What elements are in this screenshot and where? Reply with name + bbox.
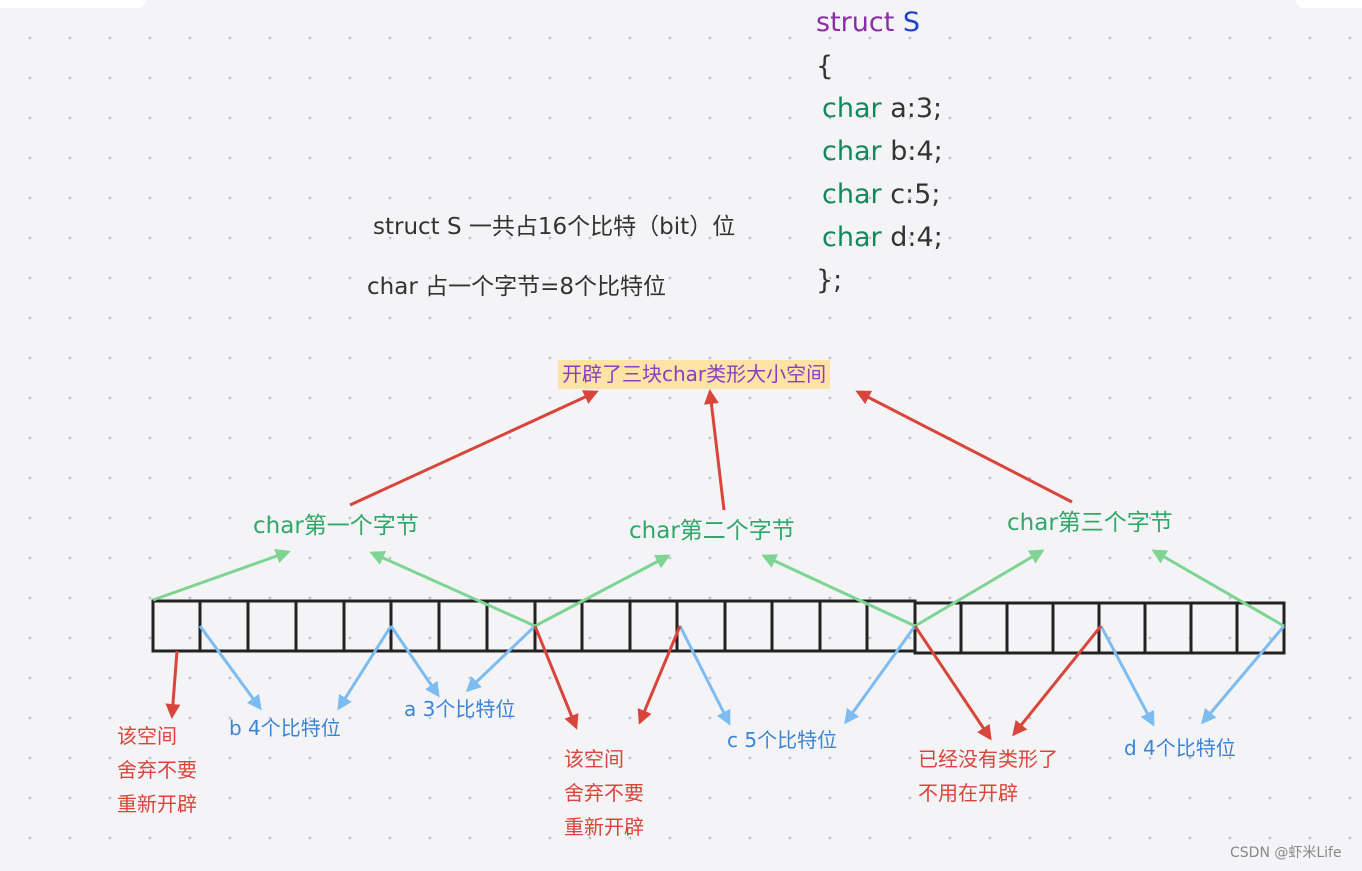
byte-range-arrows [152, 548, 1285, 628]
member-decl: a:3; [890, 93, 943, 124]
no-more-line: 已经没有类形了 [918, 747, 1058, 771]
byte-cells-first [151, 599, 537, 653]
struct-header: struct S [816, 6, 920, 40]
member-type: char [822, 136, 882, 167]
no-more-line: 不用在开辟 [918, 781, 1018, 805]
no-more-label: 已经没有类形了 不用在开辟 [918, 742, 1058, 810]
field-label-a: a 3个比特位 [404, 697, 516, 721]
member-decl: b:4; [890, 136, 943, 167]
total-bits-note: struct S 一共占16个比特（bit）位 [373, 214, 736, 240]
member-type: char [822, 179, 882, 210]
diagram-title: 开辟了三块char类形大小空间 [558, 360, 831, 389]
title-arrows [349, 389, 1073, 511]
char-size-note: char 占一个字节=8个比特位 [367, 274, 666, 300]
discard-line: 该空间 [564, 747, 624, 771]
top-right-panel-edge [1296, 0, 1362, 8]
member-decl: d:4; [890, 222, 943, 253]
discard-label-second: 该空间 舍弃不要 重新开辟 [564, 742, 644, 844]
watermark: CSDN @虾米Life [1230, 845, 1342, 861]
discard-line: 该空间 [117, 724, 177, 748]
member-b: char b:4; [822, 135, 943, 169]
byte-label-first: char第一个字节 [253, 513, 419, 539]
field-label-c: c 5个比特位 [727, 728, 838, 752]
field-label-b: b 4个比特位 [229, 716, 341, 740]
byte-cells-second [533, 599, 917, 653]
struct-name: S [902, 7, 921, 38]
byte-label-third: char第三个字节 [1007, 510, 1173, 536]
struct-keyword: struct [816, 7, 895, 38]
discard-line: 重新开辟 [117, 792, 197, 816]
close-brace: }; [816, 265, 843, 296]
discard-line: 舍弃不要 [117, 758, 197, 782]
member-type: char [822, 222, 882, 253]
discard-label-first: 该空间 舍弃不要 重新开辟 [117, 719, 197, 821]
field-label-d: d 4个比特位 [1124, 736, 1236, 760]
member-type: char [822, 93, 882, 124]
byte-label-second: char第二个字节 [629, 518, 795, 544]
member-d: char d:4; [822, 221, 943, 255]
discard-line: 舍弃不要 [564, 781, 644, 805]
top-left-panel-edge [0, 0, 145, 8]
unused-space-arrows [165, 625, 1103, 741]
discard-line: 重新开辟 [564, 815, 644, 839]
member-a: char a:3; [822, 92, 942, 126]
member-decl: c:5; [890, 179, 941, 210]
bit-field-arrows [198, 624, 1286, 727]
open-brace: { [816, 51, 834, 82]
member-c: char c:5; [822, 178, 940, 212]
